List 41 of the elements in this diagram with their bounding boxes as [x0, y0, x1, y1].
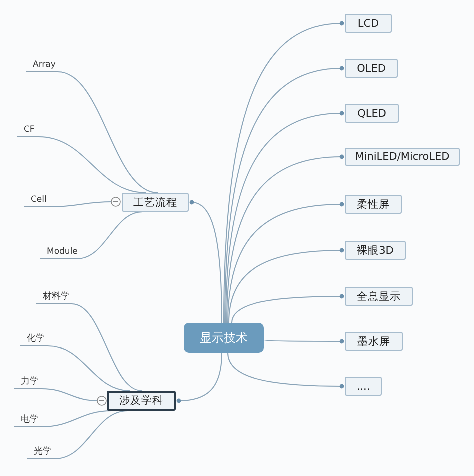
branch-line [224, 66, 344, 324]
topic-box: 全息显示 [345, 287, 413, 306]
branch-line [38, 136, 146, 194]
topic-box: OLED [345, 59, 398, 78]
branch-line [72, 304, 142, 392]
branch-line [224, 21, 344, 324]
subtopic-text: Array [26, 60, 58, 72]
topic-box: LCD [345, 14, 392, 33]
subtopic-text: 材料学 [36, 292, 72, 304]
subtopic-text: 光学 [27, 447, 55, 459]
subtopic-text: 力学 [14, 377, 42, 389]
topic-box: 墨水屏 [345, 332, 403, 351]
selected-topic-box: 涉及学科 [107, 391, 176, 411]
branch-line [42, 388, 99, 402]
topic-box: .... [345, 377, 382, 396]
topic-box: MiniLED/MicroLED [345, 148, 460, 166]
topic-box: 柔性屏 [345, 195, 402, 214]
topic-box: QLED [345, 104, 399, 123]
branch-line [76, 212, 144, 260]
branch-line [226, 154, 344, 324]
branch-line [48, 346, 130, 392]
branch-line [226, 111, 344, 324]
subtopic-text: CF [17, 125, 39, 137]
branch-line [58, 72, 158, 194]
central-topic-box: 显示技术 [184, 323, 264, 353]
branch-line [190, 200, 222, 324]
subtopic-text: 电学 [14, 415, 42, 427]
branch-line [232, 294, 344, 324]
branch-line [50, 202, 113, 208]
branch-line [42, 410, 112, 428]
subtopic-text: 化学 [20, 334, 48, 346]
branch-line [228, 352, 344, 389]
subtopic-text: Module [40, 247, 77, 259]
branch-line [228, 202, 344, 324]
branch-line [264, 339, 344, 344]
subtopic-text: Cell [24, 195, 51, 207]
branch-line [176, 352, 222, 404]
branch-line [54, 410, 128, 460]
topic-box: 裸眼3D [345, 241, 406, 260]
topic-box: 工艺流程 [122, 193, 189, 212]
branch-line [228, 248, 344, 324]
